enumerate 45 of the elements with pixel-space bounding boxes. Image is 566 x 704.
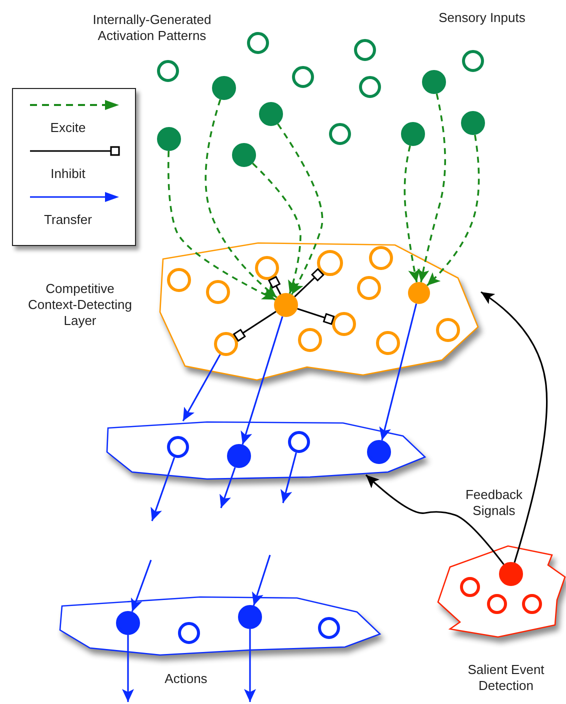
neuron-ring (359, 76, 381, 98)
arrow (252, 554, 271, 606)
layer-label: Salient Event Detection (466, 662, 546, 694)
neuron-ring (329, 123, 351, 145)
neuron-dot (422, 70, 446, 94)
neuron-dot (232, 143, 256, 167)
neuron-ring (292, 66, 314, 88)
neuron-ring (462, 50, 484, 72)
annotation-label: Feedback Signals (464, 487, 524, 519)
inhibit-connector (233, 310, 276, 342)
group-label: Internally-Generated Activation Patterns (92, 12, 212, 44)
neuron-ring (354, 39, 376, 61)
arrow (130, 560, 152, 612)
arrow (182, 354, 221, 422)
neuron-dot (461, 111, 485, 135)
inhibit-connector (294, 268, 324, 298)
arrow (244, 629, 256, 702)
arrow (240, 316, 284, 445)
arrow (220, 467, 236, 508)
neuron-ring (247, 32, 269, 54)
arrow (404, 145, 420, 282)
arrow (150, 457, 176, 522)
neuron-dot (401, 122, 425, 146)
neuron-dot (157, 127, 181, 151)
arrow (280, 452, 297, 504)
neuron-dot (212, 76, 236, 100)
inhibit-connector (297, 308, 335, 325)
arrow (204, 99, 278, 298)
arrow (252, 162, 302, 294)
legend-label: Transfer (43, 212, 93, 228)
arrow (480, 291, 548, 563)
group-label: Sensory Inputs (438, 10, 526, 26)
arrow (379, 303, 418, 441)
neuron-ring (157, 60, 179, 82)
inhibit-connector (268, 276, 282, 295)
arrow (167, 150, 276, 300)
neuron-dot (259, 102, 283, 126)
legend-label: Inhibit (50, 166, 86, 182)
arrow (426, 134, 480, 286)
legend-label: Excite (49, 120, 87, 136)
arrow (277, 123, 324, 295)
layer-label: Actions (164, 671, 208, 687)
arrow (418, 94, 446, 282)
arrow (365, 474, 504, 565)
layer-label: Competitive Context-Detecting Layer (26, 281, 134, 329)
